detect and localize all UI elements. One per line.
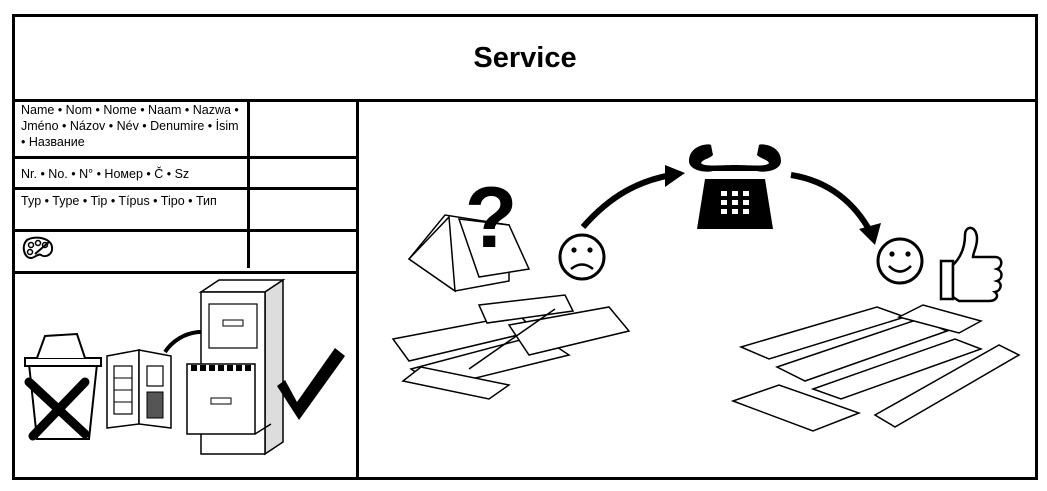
paint-palette-icon — [22, 236, 54, 260]
number-row: Nr. • No. • N° • Номер • Č • Sz — [15, 159, 356, 190]
number-label: Nr. • No. • N° • Номер • Č • Sz — [21, 167, 190, 181]
number-field[interactable] — [247, 159, 356, 187]
service-process-illustration: ? — [391, 144, 1021, 432]
thumbs-up-icon — [939, 226, 1003, 303]
filing-cabinet-icon — [186, 278, 286, 456]
type-field[interactable] — [247, 190, 356, 229]
page-title: Service — [473, 41, 577, 74]
title-bar: Service — [15, 17, 1035, 102]
happy-face-icon — [876, 237, 924, 285]
left-column: Name • Nom • Nome • Naam • Nazwa • Jméno… — [15, 99, 359, 477]
color-field[interactable] — [247, 232, 356, 268]
type-row: Typ • Type • Tip • Típus • Tipo • Тип — [15, 190, 356, 232]
storage-illustration — [24, 278, 345, 456]
color-row — [15, 232, 356, 268]
type-label: Typ • Type • Tip • Típus • Tipo • Тип — [21, 194, 217, 208]
service-illustration: ? — [359, 99, 1035, 477]
name-label: Name • Nom • Nome • Naam • Nazwa • Jméno… — [21, 103, 239, 149]
telephone-icon — [689, 144, 781, 229]
storage-instruction — [15, 274, 356, 477]
color-label — [21, 236, 243, 266]
name-row: Name • Nom • Nome • Naam • Nazwa • Jméno… — [15, 99, 356, 159]
checkmark-icon — [277, 348, 345, 420]
sad-face-icon — [558, 233, 606, 281]
name-field[interactable] — [247, 99, 356, 156]
service-card: Service Name • Nom • Nome • Naam • Nazwa… — [12, 14, 1038, 480]
assembly-manual-icon — [106, 349, 172, 429]
info-form: Name • Nom • Nome • Naam • Nazwa • Jméno… — [15, 99, 356, 274]
damaged-package-illustration — [391, 214, 631, 400]
trash-bin-crossed-icon — [24, 332, 102, 441]
question-mark-icon: ? — [465, 170, 518, 266]
intact-boards-illustration — [730, 304, 1021, 432]
